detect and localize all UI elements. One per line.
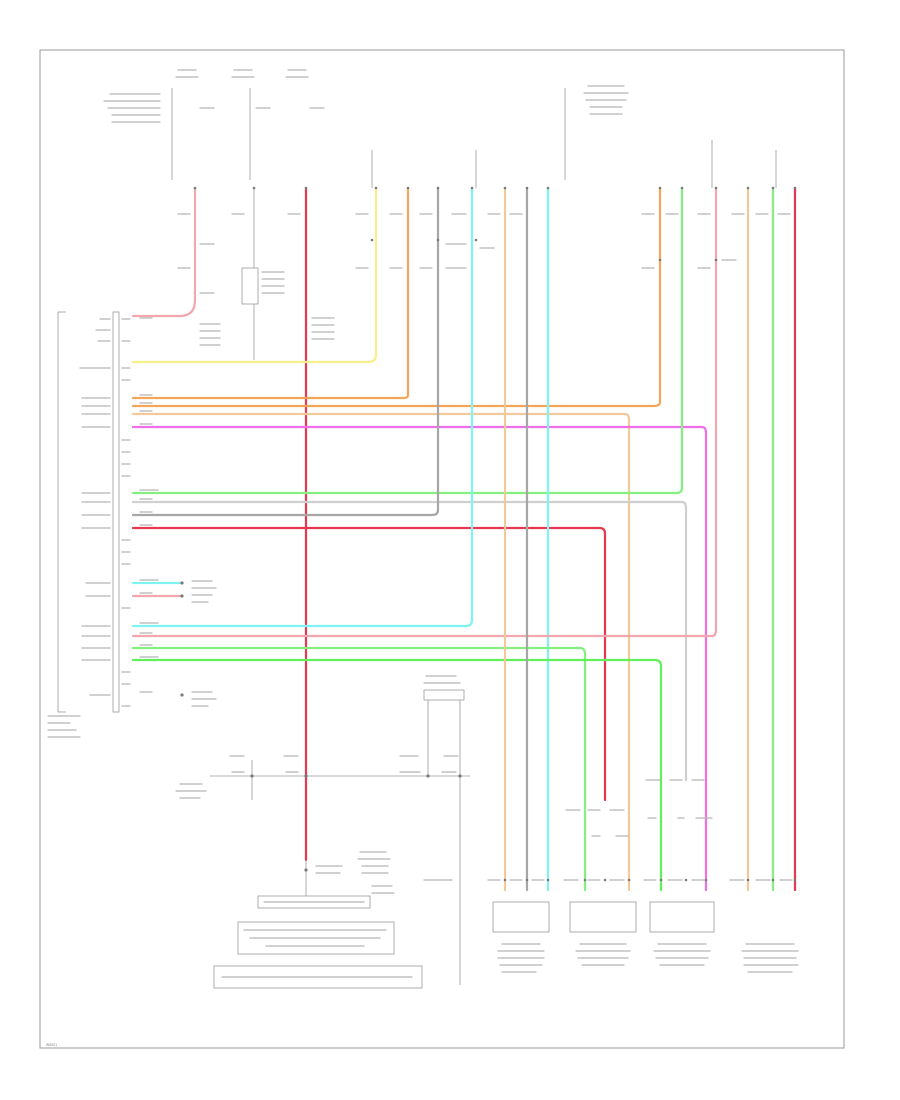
component-rr-box [649,901,715,933]
component-lf-box [492,901,550,933]
diagram-border [39,49,845,1049]
wire-pink [131,186,718,638]
wire-green-1 [131,186,684,495]
wire-tan [131,412,631,892]
wire-red-1 [131,186,197,318]
connector-dots [180,186,797,882]
wire-dark-red-2 [131,526,607,802]
component-lr-box [569,901,637,933]
wire-gray-2 [131,186,440,517]
control-unit-body [112,311,120,713]
wire-cyan [131,186,474,628]
wire-orange-2 [131,186,662,408]
wire-green-3 [131,658,663,892]
relay-box-1 [241,267,259,305]
wire-green-2 [131,646,587,892]
connector-box-top [423,689,465,701]
wire-yellow [131,186,378,364]
wire-gray-1 [131,500,688,782]
micro-label-marks [47,69,799,978]
wire-orange-1 [131,186,410,400]
footer-code: W0001 [46,1043,57,1047]
wire-magenta [131,425,708,892]
